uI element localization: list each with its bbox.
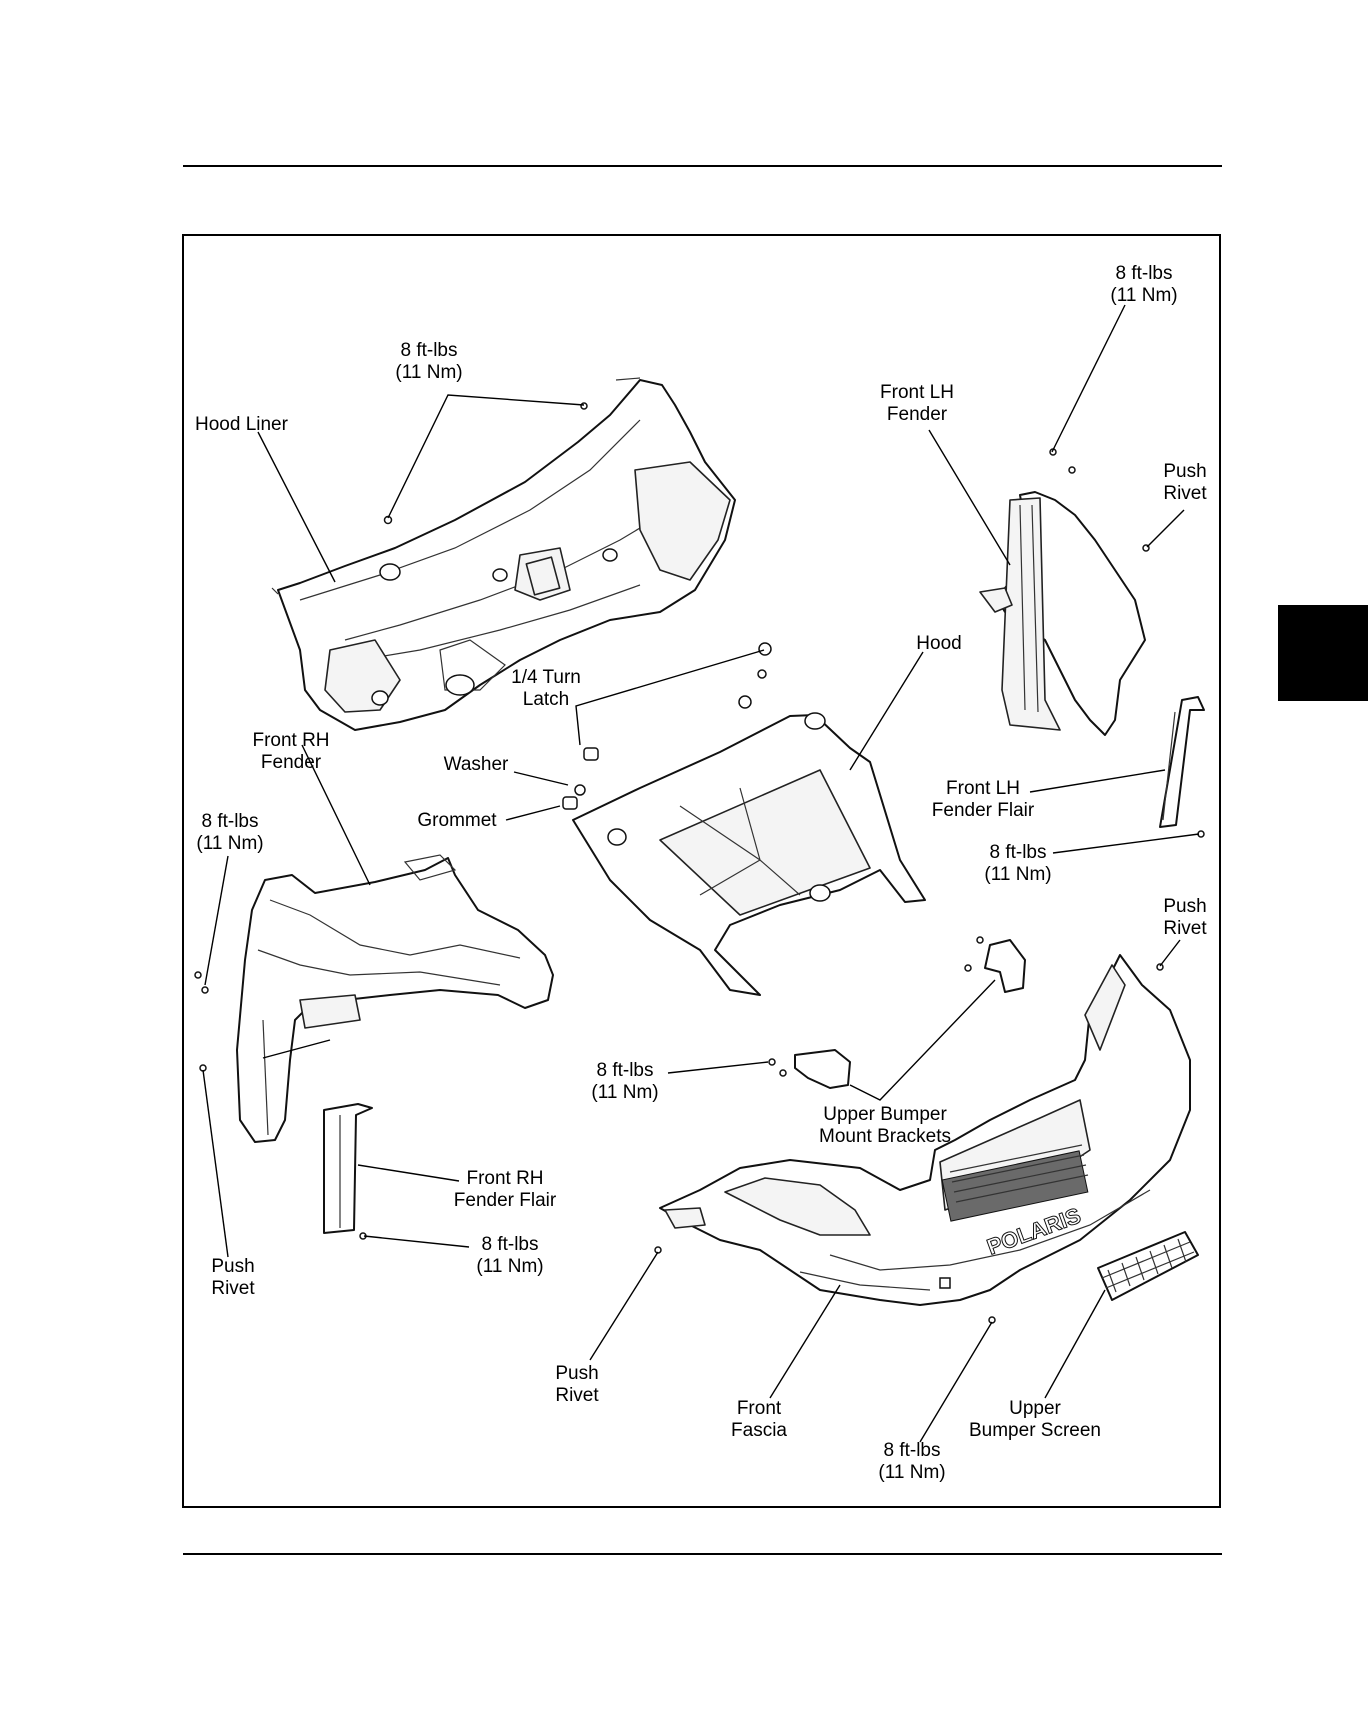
callout-torque-hood-liner: 8 ft-lbs(11 Nm)	[395, 340, 463, 383]
callout-torque-rh-fender: 8 ft-lbs(11 Nm)	[196, 811, 264, 854]
upper-bumper-mount-brackets-part	[768, 936, 1026, 1089]
header-rule	[183, 165, 1222, 167]
latch-hardware	[562, 642, 772, 810]
callout-torque-lh-flair: 8 ft-lbs(11 Nm)	[984, 842, 1052, 885]
lh-fender-clip	[1068, 466, 1076, 474]
front-rh-fender-flair-part	[323, 1103, 373, 1234]
leader-lines	[202, 304, 1200, 1443]
hood-part	[572, 712, 926, 996]
figure-frame	[182, 234, 1221, 1508]
front-fascia-part: POLARIS	[659, 954, 1191, 1306]
callout-hood-liner: Hood Liner	[195, 414, 288, 435]
callout-torque-rh-flair: 8 ft-lbs(11 Nm)	[476, 1234, 544, 1277]
front-lh-fender-part	[979, 491, 1146, 736]
front-lh-fender-flair-part	[1159, 696, 1205, 828]
chapter-tab-marker	[1278, 605, 1368, 701]
callout-washer: Washer	[443, 754, 509, 775]
front-rh-fender-part	[236, 854, 554, 1143]
rh-fender-clip-1	[194, 971, 202, 979]
hood-liner-bolt-top	[580, 402, 588, 410]
fascia-push-rivet-right	[1156, 963, 1164, 971]
hood-liner-part	[271, 377, 736, 731]
upper-bumper-screen-part	[1097, 1231, 1199, 1301]
callout-hood: Hood	[916, 633, 962, 654]
callout-torque-brackets: 8 ft-lbs(11 Nm)	[591, 1060, 659, 1103]
callout-torque-fascia: 8 ft-lbs(11 Nm)	[878, 1440, 946, 1483]
callout-torque-top-right: 8 ft-lbs(11 Nm)	[1110, 263, 1178, 306]
footer-rule	[183, 1553, 1222, 1555]
callout-grommet: Grommet	[417, 810, 497, 831]
rh-fender-clip-2	[201, 986, 209, 994]
